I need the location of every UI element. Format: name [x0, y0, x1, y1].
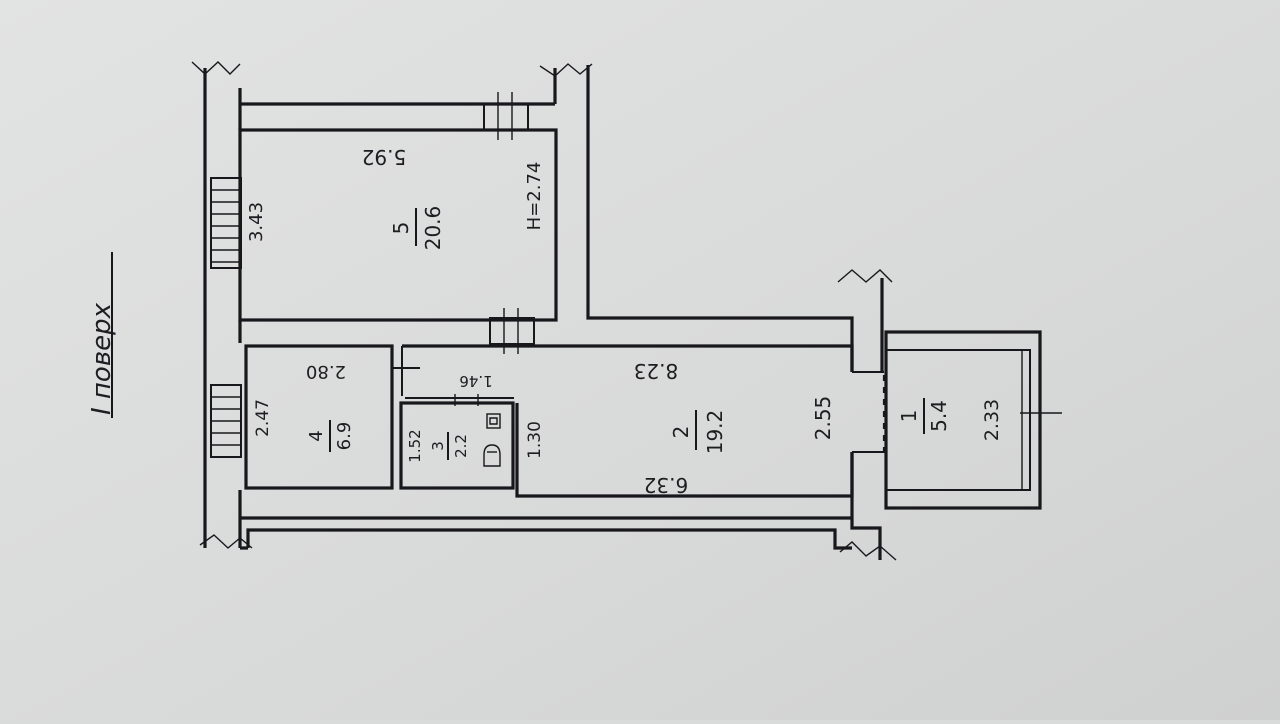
- room-2-width-right: 2.55: [811, 396, 835, 441]
- door-room-5-corridor: [489, 317, 535, 345]
- room-3-outline: [399, 401, 515, 490]
- opening-room-5-top: [483, 103, 529, 131]
- room-4-number: 4: [306, 430, 327, 441]
- sink-icon: [486, 413, 501, 429]
- room-2: [392, 344, 886, 498]
- break-mark-top-right: [539, 63, 593, 77]
- room-5-number: 5: [389, 222, 413, 235]
- room-5-outline: [238, 128, 558, 322]
- room-2-outline: [402, 344, 854, 498]
- room-2-length-bottom: 6.32: [644, 473, 689, 497]
- room-2-area: 19.2: [703, 410, 727, 455]
- room-4-width: 2.47: [253, 399, 273, 437]
- room-3-number: 3: [429, 441, 447, 451]
- room-1-outline: [884, 330, 1042, 510]
- room-1: [884, 330, 1062, 510]
- room-5-length: 5.92: [362, 145, 407, 169]
- room-2-width-left: 1.30: [525, 421, 545, 459]
- room-1-width: 2.33: [981, 399, 1003, 441]
- room-4-area: 6.9: [334, 422, 355, 451]
- room-1-number: 1: [897, 410, 921, 423]
- room-5: [238, 92, 558, 354]
- bottom-wall-outer: [240, 528, 852, 550]
- break-mark-bottom-right: [839, 541, 897, 561]
- room-1-area: 5.4: [927, 400, 951, 432]
- break-mark-right-top: [837, 269, 893, 283]
- room-3: [399, 401, 515, 490]
- room-4: [244, 344, 394, 490]
- room-3-width: 1.52: [406, 429, 424, 462]
- room-4-length: 2.80: [306, 361, 346, 382]
- toilet-icon: [483, 444, 501, 467]
- room-5-width: 3.43: [246, 202, 267, 242]
- room-3-length: 1.46: [459, 372, 492, 390]
- room-5-height: H=2.74: [524, 162, 545, 231]
- room-3-area: 2.2: [452, 434, 470, 458]
- break-mark-bottom-left: [199, 534, 253, 549]
- room-5-area: 20.6: [421, 206, 445, 251]
- room-2-number: 2: [669, 426, 693, 439]
- break-mark-top-left: [191, 61, 241, 75]
- windows: [210, 177, 242, 458]
- room-2-length-top: 8.23: [634, 359, 679, 383]
- room-4-outline: [244, 344, 394, 490]
